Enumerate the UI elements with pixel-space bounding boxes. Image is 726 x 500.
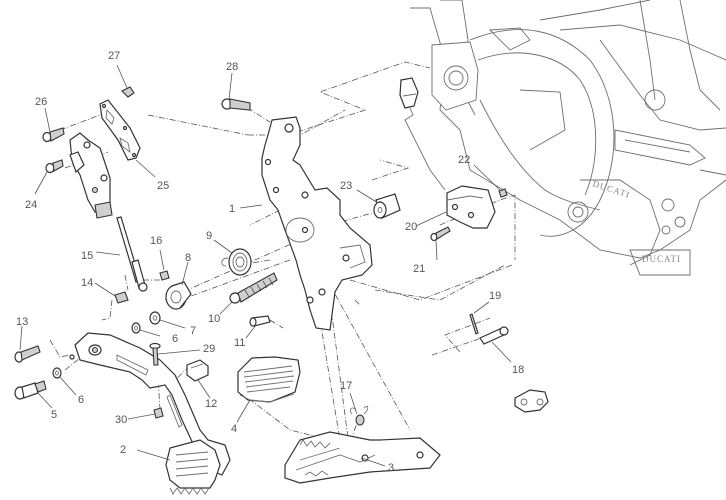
part-4-rubber-pad [237, 356, 301, 403]
part-25-plate [99, 99, 141, 161]
part-16-locknut [159, 270, 170, 281]
leader-lines [19, 64, 512, 467]
part-11-spacer [249, 315, 271, 327]
part-29-screw [149, 342, 161, 366]
callout-10: 10 [208, 313, 220, 325]
callout-23: 23 [340, 180, 352, 192]
callout-22: 22 [458, 154, 470, 166]
part-12-block [186, 359, 209, 382]
callout-26: 26 [35, 96, 47, 108]
callout-30: 30 [115, 414, 127, 426]
callout-27: 27 [108, 50, 120, 62]
part-17-spring [349, 405, 369, 426]
callout-20: 20 [405, 221, 417, 233]
part-27-nut [121, 86, 135, 98]
callout-5: 5 [51, 409, 57, 421]
part-28-bolt [221, 98, 251, 111]
part-30-nut [153, 407, 164, 419]
callout-6-lower: 6 [78, 394, 84, 406]
callout-18: 18 [512, 364, 524, 376]
callout-13: 13 [16, 316, 28, 328]
callout-15: 15 [81, 250, 93, 262]
callout-4: 4 [231, 423, 237, 435]
callout-25: 25 [157, 180, 169, 192]
part-24-screw [45, 159, 64, 174]
rear-master-cylinder [69, 132, 113, 219]
callout-1: 1 [229, 203, 235, 215]
part-13-screw [14, 345, 41, 363]
part-19-split-pin [469, 313, 479, 335]
part-2-brake-pedal [69, 332, 231, 495]
part-20-sensor [399, 77, 496, 229]
callout-labels: 1 2 3 4 5 6 6 7 8 9 10 11 12 13 14 15 16… [16, 50, 524, 474]
callout-19: 19 [489, 290, 501, 302]
callout-16: 16 [150, 235, 162, 247]
part-10-bolt [229, 272, 278, 304]
callout-8: 8 [185, 252, 191, 264]
part-6-washer-lower [52, 367, 62, 379]
callout-29: 29 [203, 343, 215, 355]
callout-14: 14 [81, 277, 93, 289]
callout-11: 11 [234, 337, 245, 349]
part-23-spacer [373, 193, 401, 219]
part-26-screw [42, 127, 65, 143]
callout-12: 12 [205, 398, 217, 410]
rear-linkage-bracket [514, 389, 549, 413]
oil-filter-logo-text: DUCATI [642, 254, 681, 264]
callout-17: 17 [340, 380, 352, 392]
callout-28: 28 [226, 61, 238, 73]
callout-6-upper: 6 [172, 333, 178, 345]
part-6-washer-upper [131, 322, 141, 334]
part-5-pivot-bolt [14, 380, 47, 400]
part-7-washer [149, 311, 161, 325]
part-21-screw [430, 226, 451, 242]
callout-21: 21 [413, 263, 425, 275]
part-8-bushing [165, 281, 192, 310]
callout-2: 2 [120, 444, 126, 456]
engine-logo-text: DUCATI [591, 178, 631, 200]
part-14-nut [114, 291, 129, 304]
part-1-footrest-bracket [261, 116, 373, 331]
part-22-nut [498, 188, 508, 198]
callout-24: 24 [25, 199, 37, 211]
engine-frame-assembly: DUCATI DUCATI [410, 0, 726, 276]
callout-7: 7 [190, 325, 196, 337]
part-9-spring [221, 248, 252, 276]
callout-3: 3 [388, 462, 394, 474]
part-3-footrest [284, 431, 441, 484]
callout-9: 9 [206, 230, 212, 242]
part-15-pushrod [116, 216, 148, 292]
part-18-pin [479, 326, 509, 345]
